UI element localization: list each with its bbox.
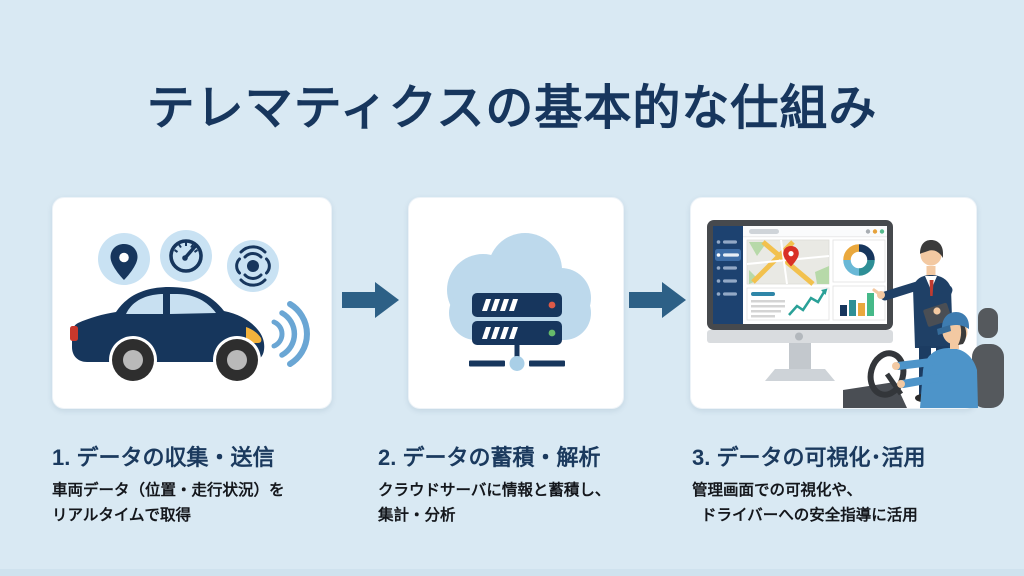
cloud-server-illustration [447,233,591,371]
signal-sensor-icon [227,240,279,292]
pointing-finger [872,288,883,297]
tail-light [70,326,78,341]
driver-hair [958,322,967,345]
status-dot-green [548,329,556,337]
page-title: テレマティクスの基本的な仕組み [146,82,878,135]
step3-description: 管理画面での可視化や、 ドライバーへの安全指導に活用 [692,482,918,524]
dashboard-monitor-illustration [707,220,1004,408]
car-console [843,382,907,408]
step3-illustration-card [690,197,1004,409]
map-pin-icon [783,246,799,267]
arrow-right-icon [629,282,686,318]
step2-heading: 2. データの蓄積・解析 [378,445,601,470]
step2-description: クラウドサーバに情報と蓄積し、 集計・分析 [378,482,611,524]
dashboard-topbar [743,226,887,238]
step1-description: 車両データ（位置・走行状況）を リアルタイムで取得 [52,482,285,524]
steering-wheel-icon [867,350,907,398]
car-icon [70,287,265,384]
network-node-icon [509,356,525,371]
radio-waves-icon [271,301,310,367]
monitor-icon [707,220,893,381]
manager-hair [920,240,943,258]
donut-chart-icon [832,239,886,283]
car-with-sensors-illustration [70,230,310,384]
map-icon [746,239,830,286]
status-dot-red [548,301,556,309]
step2-caption: 2. データの蓄積・解析 クラウドサーバに情報と蓄積し、 集計・分析 [378,440,678,529]
manager-tie [929,280,934,296]
monitor-stand [789,343,811,369]
dashboard-sidebar [713,226,743,324]
server-rack-icon [469,293,565,371]
step1-illustration-card [52,197,332,409]
speedometer-icon [160,230,212,282]
monitor-base [765,369,835,381]
headlight [246,327,262,343]
step3-caption: 3. データの可視化･活用 管理画面での可視化や、 ドライバーへの安全指導に活用 [692,440,1017,529]
step1-heading: 1. データの収集・送信 [52,445,275,470]
step1-caption: 1. データの収集・送信 車両データ（位置・走行状況）を リアルタイムで取得 [52,440,362,529]
step2-illustration-card [408,197,624,409]
driver-person-icon [867,312,978,408]
step3-heading: 3. データの可視化･活用 [692,445,926,470]
driver-seat-icon [972,308,1004,408]
line-chart-icon [746,287,830,321]
location-pin-icon [98,233,150,285]
arrow-right-icon [342,282,399,318]
bottom-edge-band [0,569,1024,576]
